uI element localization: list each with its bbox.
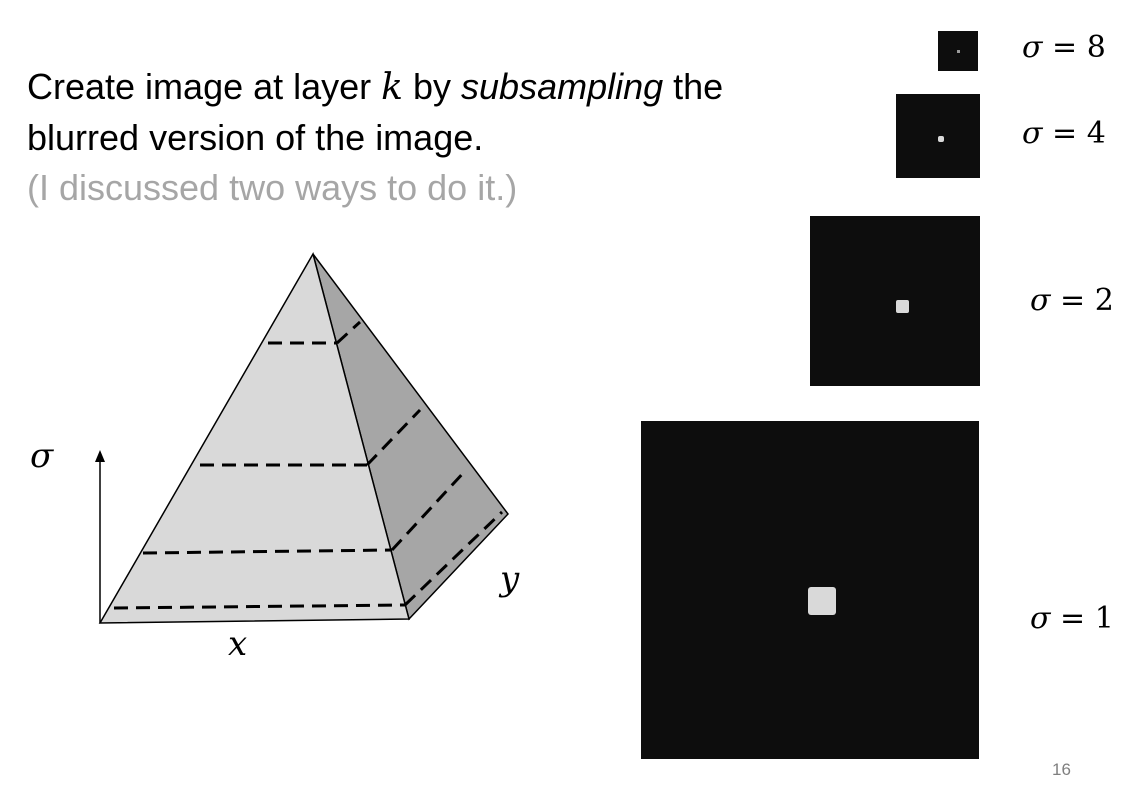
sigma-axis-arrowhead bbox=[95, 450, 105, 462]
layer-variable: k bbox=[381, 67, 403, 108]
blob-sigma-2 bbox=[896, 300, 909, 313]
emphasis-subsampling: subsampling bbox=[461, 66, 664, 107]
y-axis-label: y bbox=[498, 559, 520, 599]
level-line-side-4 bbox=[403, 510, 504, 607]
level-lines-front bbox=[113, 341, 406, 610]
blob-sigma-4 bbox=[938, 136, 944, 142]
level-line-side-3 bbox=[390, 468, 468, 552]
label-sigma-2: σ = 2 bbox=[1030, 283, 1114, 318]
label-sigma-4: σ = 4 bbox=[1022, 116, 1106, 151]
blob-sigma-1 bbox=[808, 587, 836, 615]
sigma-axis-label: σ bbox=[30, 436, 54, 476]
title-line-2: blurred version of the image. bbox=[27, 117, 484, 158]
blob-sigma-8 bbox=[957, 50, 960, 53]
level-image-sigma-8 bbox=[938, 31, 978, 71]
label-sigma-8: σ = 8 bbox=[1022, 30, 1106, 65]
level-line-front-4 bbox=[113, 603, 406, 610]
title-line-1: Create image at layer k by subsampling t… bbox=[27, 66, 724, 108]
level-image-sigma-2 bbox=[810, 216, 980, 386]
level-line-side-2 bbox=[365, 408, 422, 467]
pyramid-diagram: σ x y bbox=[30, 252, 520, 664]
level-line-front-3 bbox=[142, 548, 393, 555]
level-lines-side bbox=[335, 320, 504, 607]
level-image-sigma-1 bbox=[641, 421, 979, 759]
x-axis-label: x bbox=[228, 624, 247, 664]
level-image-sigma-4 bbox=[896, 94, 980, 178]
pyramid-front-face bbox=[98, 252, 410, 624]
page-number: 16 bbox=[1052, 760, 1071, 779]
level-line-side-1 bbox=[335, 320, 362, 345]
label-sigma-1: σ = 1 bbox=[1030, 601, 1114, 636]
slide-subtitle: (I discussed two ways to do it.) bbox=[27, 167, 518, 208]
slide-title: Create image at layer k by subsampling t… bbox=[27, 62, 807, 213]
